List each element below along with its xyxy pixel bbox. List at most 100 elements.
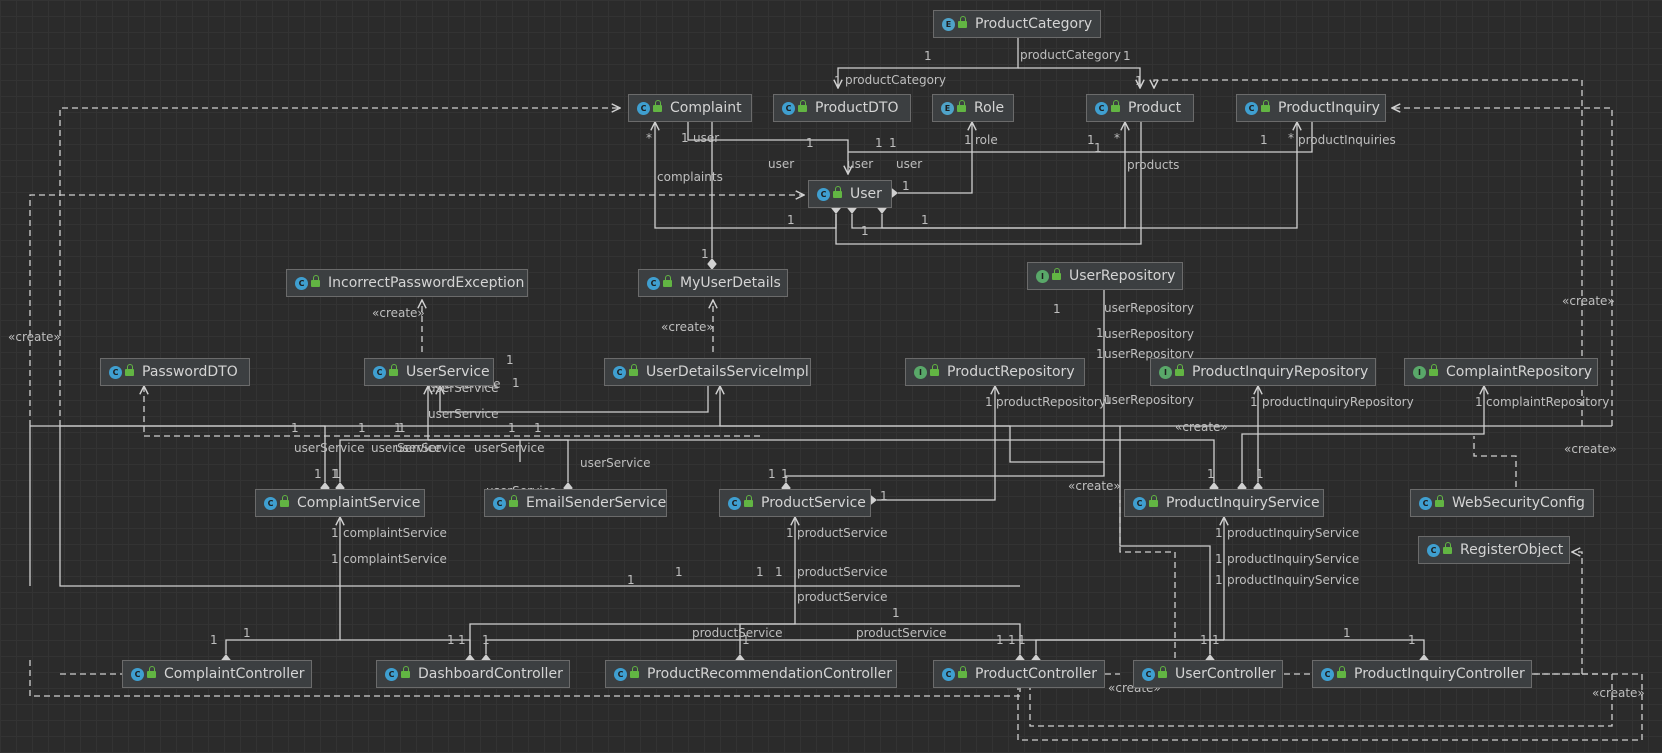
interface-icon: I	[1159, 365, 1172, 379]
class-icon: C	[1419, 496, 1432, 510]
edge-label: 1	[880, 489, 888, 503]
edge-label: productCategory	[845, 73, 946, 87]
association-edge-18	[877, 386, 995, 500]
class-name-label: ProductDTO	[815, 100, 899, 116]
edge-label: user	[768, 157, 794, 171]
class-icon: C	[1142, 667, 1155, 681]
edge-label: 1	[482, 633, 490, 647]
edge-label: productCategory	[1020, 48, 1121, 62]
class-icon: C	[782, 101, 795, 115]
class-node-product-inquiry-repository[interactable]: I ProductInquiryRepository	[1150, 358, 1376, 386]
association-edge-20	[1242, 386, 1484, 482]
edge-label: userService	[294, 441, 365, 455]
public-visibility-icon	[930, 364, 939, 376]
edge-label: 1	[675, 565, 683, 579]
edge-label: 1	[458, 633, 466, 647]
edge-label: 1	[398, 421, 406, 435]
class-icon: C	[614, 667, 627, 681]
class-name-label: ProductInquiryRepository	[1192, 364, 1369, 380]
edge-label: 1	[534, 421, 542, 435]
class-icon: C	[637, 101, 650, 115]
class-node-incorrect-password-exception[interactable]: C IncorrectPasswordException	[286, 269, 528, 297]
edge-label: productService	[797, 590, 888, 604]
edge-label: 1	[787, 213, 795, 227]
class-node-product-dto[interactable]: C ProductDTO	[773, 94, 911, 122]
edge-label: 1	[786, 526, 794, 540]
class-name-label: ComplaintController	[164, 666, 305, 682]
edge-label: «create»	[8, 330, 61, 344]
public-visibility-icon	[663, 275, 672, 287]
edge-label: «create»	[1562, 294, 1615, 308]
edge-label: products	[1127, 158, 1179, 172]
edge-label: 1	[1212, 633, 1220, 647]
association-edge-40	[1119, 426, 1211, 654]
edge-label: 1	[394, 421, 402, 435]
edge-label: productInquiryService	[1227, 573, 1359, 587]
class-icon: C	[728, 496, 741, 510]
edge-label: 1	[331, 526, 339, 540]
public-visibility-icon	[1149, 495, 1158, 507]
edge-label: «create»	[1068, 479, 1121, 493]
class-icon: C	[385, 667, 398, 681]
association-edge-0	[838, 38, 1019, 88]
public-visibility-icon	[280, 495, 289, 507]
edge-label: 1	[243, 626, 251, 640]
dependency-edge-21	[144, 386, 760, 437]
public-visibility-icon	[1429, 364, 1438, 376]
edge-label: 1	[512, 376, 520, 390]
edge-label: 1	[985, 395, 993, 409]
public-visibility-icon	[1443, 542, 1452, 554]
edge-label: 1	[210, 633, 218, 647]
edge-label: 1	[508, 421, 516, 435]
dependency-edge-11	[29, 195, 804, 426]
association-edge-23	[340, 386, 428, 482]
edge-label: 1	[756, 565, 764, 579]
public-visibility-icon	[125, 364, 134, 376]
class-name-label: IncorrectPasswordException	[328, 275, 525, 291]
public-visibility-icon	[401, 666, 410, 678]
public-visibility-icon	[389, 364, 398, 376]
dependency-edge-42	[1572, 552, 1583, 674]
edge-label: 1	[1260, 133, 1268, 147]
edge-label: 1	[1018, 633, 1026, 647]
class-name-label: ProductInquiryService	[1166, 495, 1320, 511]
public-visibility-icon	[509, 495, 518, 507]
dependency-edge-12	[1392, 108, 1613, 426]
edge-label: productService	[692, 626, 783, 640]
association-edge-39	[481, 639, 1224, 666]
edge-label: *	[1114, 131, 1120, 145]
class-icon: C	[295, 276, 308, 290]
association-edge-34	[795, 623, 1025, 666]
edge-label: 1	[447, 633, 455, 647]
edge-label: userService	[371, 441, 442, 455]
edge-label: 1	[1096, 347, 1104, 361]
edge-label: *	[1288, 131, 1294, 145]
association-edge-30	[60, 425, 330, 494]
